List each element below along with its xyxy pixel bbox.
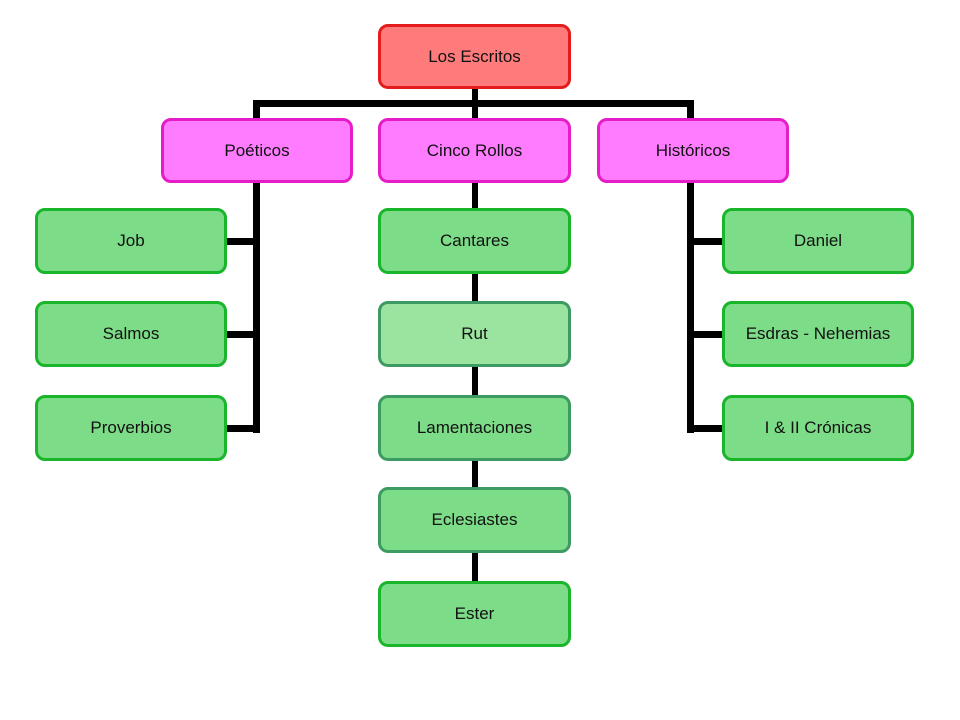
node-ester: Ester [378, 581, 571, 647]
node-ester-label: Ester [454, 604, 495, 623]
node-cinco-rollos-label: Cinco Rollos [426, 140, 523, 160]
node-esdras-nehemias-label: Esdras - Nehemias [745, 324, 891, 343]
node-proverbios: Proverbios [35, 395, 227, 461]
node-cantares: Cantares [378, 208, 571, 274]
node-root-label: Los Escritos [428, 46, 521, 66]
connector-salmos-branch [224, 331, 260, 338]
node-job: Job [35, 208, 227, 274]
connector-historicos-drop [687, 100, 694, 122]
node-job-label: Job [117, 231, 145, 250]
node-poeticos: Poéticos [161, 118, 353, 183]
node-eclesiastes-label: Eclesiastes [431, 510, 518, 529]
node-lamentaciones: Lamentaciones [378, 395, 571, 461]
connector-esdras-branch [687, 331, 725, 338]
node-salmos: Salmos [35, 301, 227, 367]
node-cronicas: I & II Crónicas [722, 395, 914, 461]
connector-cronicas-branch [687, 425, 725, 432]
node-cronicas-label: I & II Crónicas [764, 418, 872, 437]
node-rut-label: Rut [461, 324, 488, 343]
node-salmos-label: Salmos [102, 324, 160, 343]
node-daniel-label: Daniel [793, 231, 843, 250]
node-root: Los Escritos [378, 24, 571, 89]
node-eclesiastes: Eclesiastes [378, 487, 571, 553]
node-daniel: Daniel [722, 208, 914, 274]
connector-root-stem [472, 86, 478, 104]
connector-cinco-drop [472, 100, 478, 122]
node-historicos: Históricos [597, 118, 789, 183]
connector-historicos-trunk [687, 180, 694, 433]
node-proverbios-label: Proverbios [90, 418, 172, 437]
connector-proverbios-branch [224, 425, 260, 432]
node-esdras-nehemias: Esdras - Nehemias [722, 301, 914, 367]
connector-job-branch [224, 238, 260, 245]
connector-daniel-branch [687, 238, 725, 245]
connector-poeticos-drop [253, 100, 260, 122]
node-cinco-rollos: Cinco Rollos [378, 118, 571, 183]
node-cantares-label: Cantares [440, 231, 509, 250]
node-lamentaciones-label: Lamentaciones [416, 418, 533, 437]
connector-cinco-trunk [472, 180, 478, 585]
node-historicos-label: Históricos [655, 140, 731, 160]
connector-poeticos-trunk [253, 180, 260, 433]
node-poeticos-label: Poéticos [224, 140, 290, 160]
node-rut: Rut [378, 301, 571, 367]
